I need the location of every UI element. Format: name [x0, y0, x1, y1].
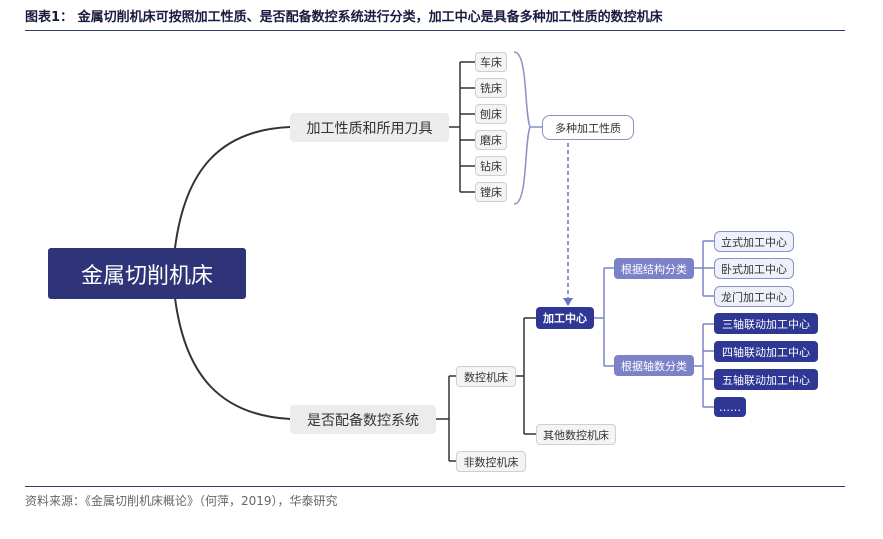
processing-branch-node: 加工性质和所用刀具	[290, 113, 449, 142]
root-node: 金属切削机床	[48, 248, 246, 299]
non-cnc-machine-node: 非数控机床	[456, 451, 526, 472]
machine-type-item: 刨床	[475, 104, 507, 124]
figure-title: 图表1： 金属切削机床可按照加工性质、是否配备数控系统进行分类，加工中心是具备多…	[25, 10, 663, 25]
connector-processing-bracket	[449, 61, 475, 193]
axis-item-more: ……	[714, 397, 746, 417]
machine-type-item: 铣床	[475, 78, 507, 98]
source-note: 资料来源：《金属切削机床概论》（何萍，2019），华泰研究	[25, 494, 338, 508]
machine-type-item: 磨床	[475, 130, 507, 150]
cnc-machine-node: 数控机床	[456, 366, 516, 387]
by-structure-node: 根据结构分类	[614, 258, 694, 279]
structure-item: 卧式加工中心	[714, 258, 794, 279]
multi-processing-node: 多种加工性质	[542, 115, 634, 140]
title-rule	[25, 30, 845, 31]
connector-cnc-bracket	[436, 317, 536, 462]
connector-root-processing	[174, 126, 291, 249]
axis-item: 三轴联动加工中心	[714, 313, 818, 334]
cnc-branch-node: 是否配备数控系统	[290, 405, 436, 434]
structure-item: 龙门加工中心	[714, 286, 794, 307]
dashed-arrow-head	[563, 298, 573, 306]
machine-type-item: 镗床	[475, 182, 507, 202]
axis-item: 四轴联动加工中心	[714, 341, 818, 362]
machine-type-item: 车床	[475, 52, 507, 72]
other-cnc-node: 其他数控机床	[536, 424, 616, 445]
connector-root-cnc	[174, 297, 291, 420]
structure-item: 立式加工中心	[714, 231, 794, 252]
by-axis-node: 根据轴数分类	[614, 355, 694, 376]
brace-multi-processing	[513, 51, 531, 205]
machining-center-node: 加工中心	[536, 307, 594, 329]
footer-rule	[25, 486, 845, 487]
machine-type-item: 钻床	[475, 156, 507, 176]
connector-center-branches	[594, 240, 714, 408]
axis-item: 五轴联动加工中心	[714, 369, 818, 390]
